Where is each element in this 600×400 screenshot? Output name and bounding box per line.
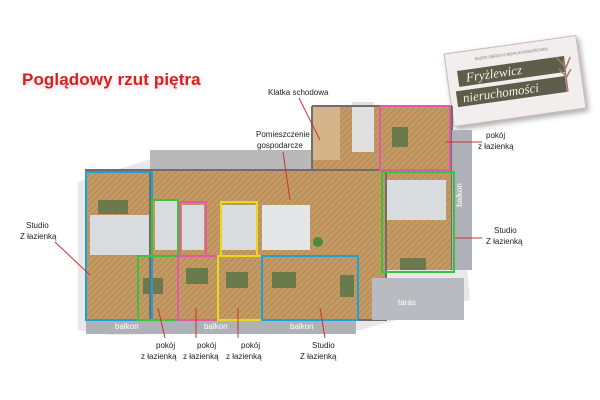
bed bbox=[400, 258, 426, 270]
label-room3-l1: pokój bbox=[241, 341, 261, 350]
label-studio-left-l1: Studio bbox=[26, 221, 49, 230]
leader-lines bbox=[54, 97, 482, 339]
bath2 bbox=[182, 205, 204, 250]
bed bbox=[226, 272, 248, 288]
plant bbox=[313, 237, 323, 247]
utility-room bbox=[352, 102, 374, 152]
bed bbox=[272, 272, 296, 288]
label-balcony-2: balkon bbox=[204, 322, 228, 331]
label-room1-l2: z łazienką bbox=[141, 352, 177, 361]
page-title: Poglądowy rzut piętra bbox=[22, 70, 201, 89]
bed bbox=[392, 127, 408, 147]
bed bbox=[98, 200, 128, 214]
label-studio-bottom-l1: Studio bbox=[312, 341, 335, 350]
outline-studio-right bbox=[381, 171, 455, 273]
bed bbox=[186, 268, 208, 284]
label-room-right-l2: z łazienką bbox=[478, 142, 514, 151]
bath1 bbox=[155, 200, 177, 250]
label-utility-l2: gospodarcze bbox=[257, 141, 303, 150]
label-room2-l1: pokój bbox=[197, 341, 217, 350]
label-studio-right-l1: Studio bbox=[494, 226, 517, 235]
outline-room3-bath bbox=[220, 201, 258, 257]
outline-room2-bath bbox=[179, 201, 207, 257]
label-room2-l2: z łazienką bbox=[183, 352, 219, 361]
label-balcony-3: balkon bbox=[290, 322, 314, 331]
bath4 bbox=[262, 205, 310, 250]
label-studio-left-l2: Z łazienką bbox=[20, 232, 57, 241]
company-logo: BIURO OBROTU NIERUCHOMOŚCIAMI Fryżlewicz… bbox=[443, 35, 587, 127]
outline-studio-bottom bbox=[261, 255, 359, 321]
label-balcony-1: balkon bbox=[115, 322, 139, 331]
bathroom-left bbox=[90, 215, 150, 255]
label-room1-l1: pokój bbox=[156, 341, 176, 350]
label-staircase: Klatka schodowa bbox=[268, 88, 329, 97]
upper-wall bbox=[150, 150, 320, 175]
label-studio-bottom-l2: Z łazienką bbox=[300, 352, 337, 361]
label-balcony-right: balkon bbox=[454, 183, 464, 207]
balcony-strip bbox=[86, 320, 356, 334]
terrace bbox=[372, 278, 464, 320]
balcony-right bbox=[452, 130, 472, 270]
label-studio-right-l2: Z łazienką bbox=[486, 237, 523, 246]
bath3 bbox=[221, 205, 257, 250]
label-room3-l2: z łazienką bbox=[226, 352, 262, 361]
label-utility-l1: Pomieszczenie bbox=[256, 130, 310, 139]
bed bbox=[340, 275, 354, 297]
label-terrace: taras bbox=[398, 298, 416, 307]
outline-room1-bath bbox=[151, 199, 179, 257]
bath-right bbox=[386, 180, 446, 220]
tree-icon bbox=[555, 56, 572, 92]
label-room-right-l1: pokój bbox=[486, 131, 506, 140]
outline-room-right bbox=[379, 105, 451, 171]
